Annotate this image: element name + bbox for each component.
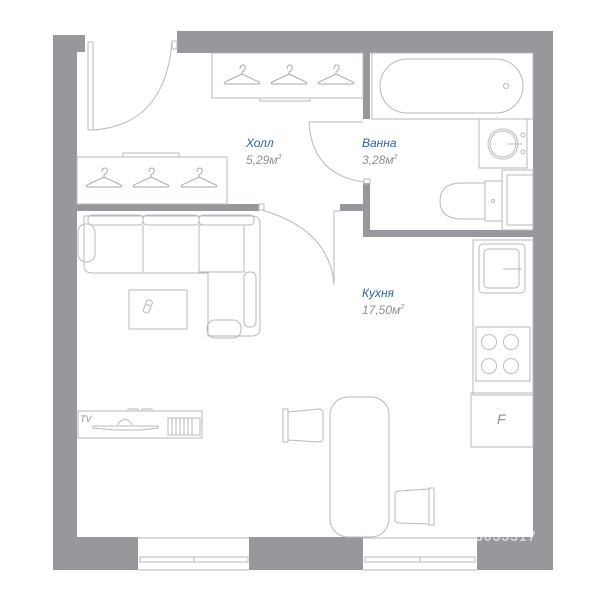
hanger-icons	[85, 64, 355, 188]
wall-bottom-right	[477, 537, 553, 570]
bathroom-door	[308, 121, 371, 185]
room-area-bath: 3,28м2	[362, 151, 398, 167]
windows	[138, 537, 477, 571]
wall-bath-left-lower	[363, 183, 370, 237]
room-area-hall: 5,29м2	[246, 151, 282, 167]
room-area-kitchen: 17,50м2	[362, 301, 404, 317]
wardrobe-top	[211, 52, 364, 102]
wall-bath-bottom	[363, 230, 533, 237]
wall-bath-left-upper	[363, 53, 370, 119]
hanger-icon	[180, 167, 218, 188]
area-unit-sup: 2	[393, 154, 398, 161]
remote-icon	[142, 299, 153, 314]
dining-table-icon	[329, 396, 390, 538]
toilet-icon	[439, 180, 503, 222]
kitchen-sink-icon	[478, 243, 526, 294]
fridge-label: F	[497, 411, 506, 427]
area-unit-sup: 2	[277, 154, 282, 161]
stove-icon	[475, 326, 531, 382]
hanger-icon	[317, 64, 355, 85]
entrance-door	[87, 40, 178, 131]
watermark-brand: ЦИАН	[450, 496, 536, 527]
hanger-icon	[270, 64, 308, 85]
wall-bottom-middle	[249, 537, 363, 570]
chair-icon	[394, 487, 435, 526]
fridge-icon	[470, 392, 534, 448]
walls	[53, 31, 553, 570]
area-unit: м	[385, 153, 394, 167]
window-right	[363, 537, 477, 571]
tv-console-icon	[77, 408, 203, 439]
bathtub-icon	[371, 52, 534, 120]
sofa-icon	[77, 214, 261, 339]
wall-right	[533, 31, 553, 570]
area-unit: м	[392, 303, 401, 317]
hanger-icon	[132, 167, 170, 188]
area-value: 17,50	[362, 303, 393, 317]
sink-icon	[478, 118, 528, 169]
books-icon	[167, 417, 201, 436]
watermark-id: 3033317	[475, 528, 537, 544]
wall-bottom-left	[53, 537, 138, 570]
living-door	[258, 203, 340, 286]
room-name-hall: Холл	[246, 136, 274, 150]
area-unit: м	[269, 153, 278, 167]
window-left	[138, 537, 249, 571]
coffee-table-icon	[128, 289, 188, 330]
tv-label: TV	[80, 414, 92, 424]
hanger-icon	[223, 64, 261, 85]
room-name-bath: Ванна	[362, 136, 397, 150]
wardrobe-left	[76, 152, 228, 205]
wall-hall-partition	[77, 204, 259, 211]
wall-bath-stub	[340, 204, 365, 211]
wall-left	[53, 35, 77, 570]
bath-cabinet	[501, 169, 534, 231]
area-value: 3,28	[362, 153, 386, 167]
kitchen-counter	[472, 239, 534, 396]
wall-top	[177, 31, 553, 53]
area-unit-sup: 2	[400, 304, 405, 311]
area-value: 5,29	[246, 153, 270, 167]
doors	[87, 40, 371, 286]
room-name-kitchen: Кухня	[362, 286, 394, 300]
chair-icon	[282, 408, 324, 443]
hanger-icon	[85, 167, 123, 188]
